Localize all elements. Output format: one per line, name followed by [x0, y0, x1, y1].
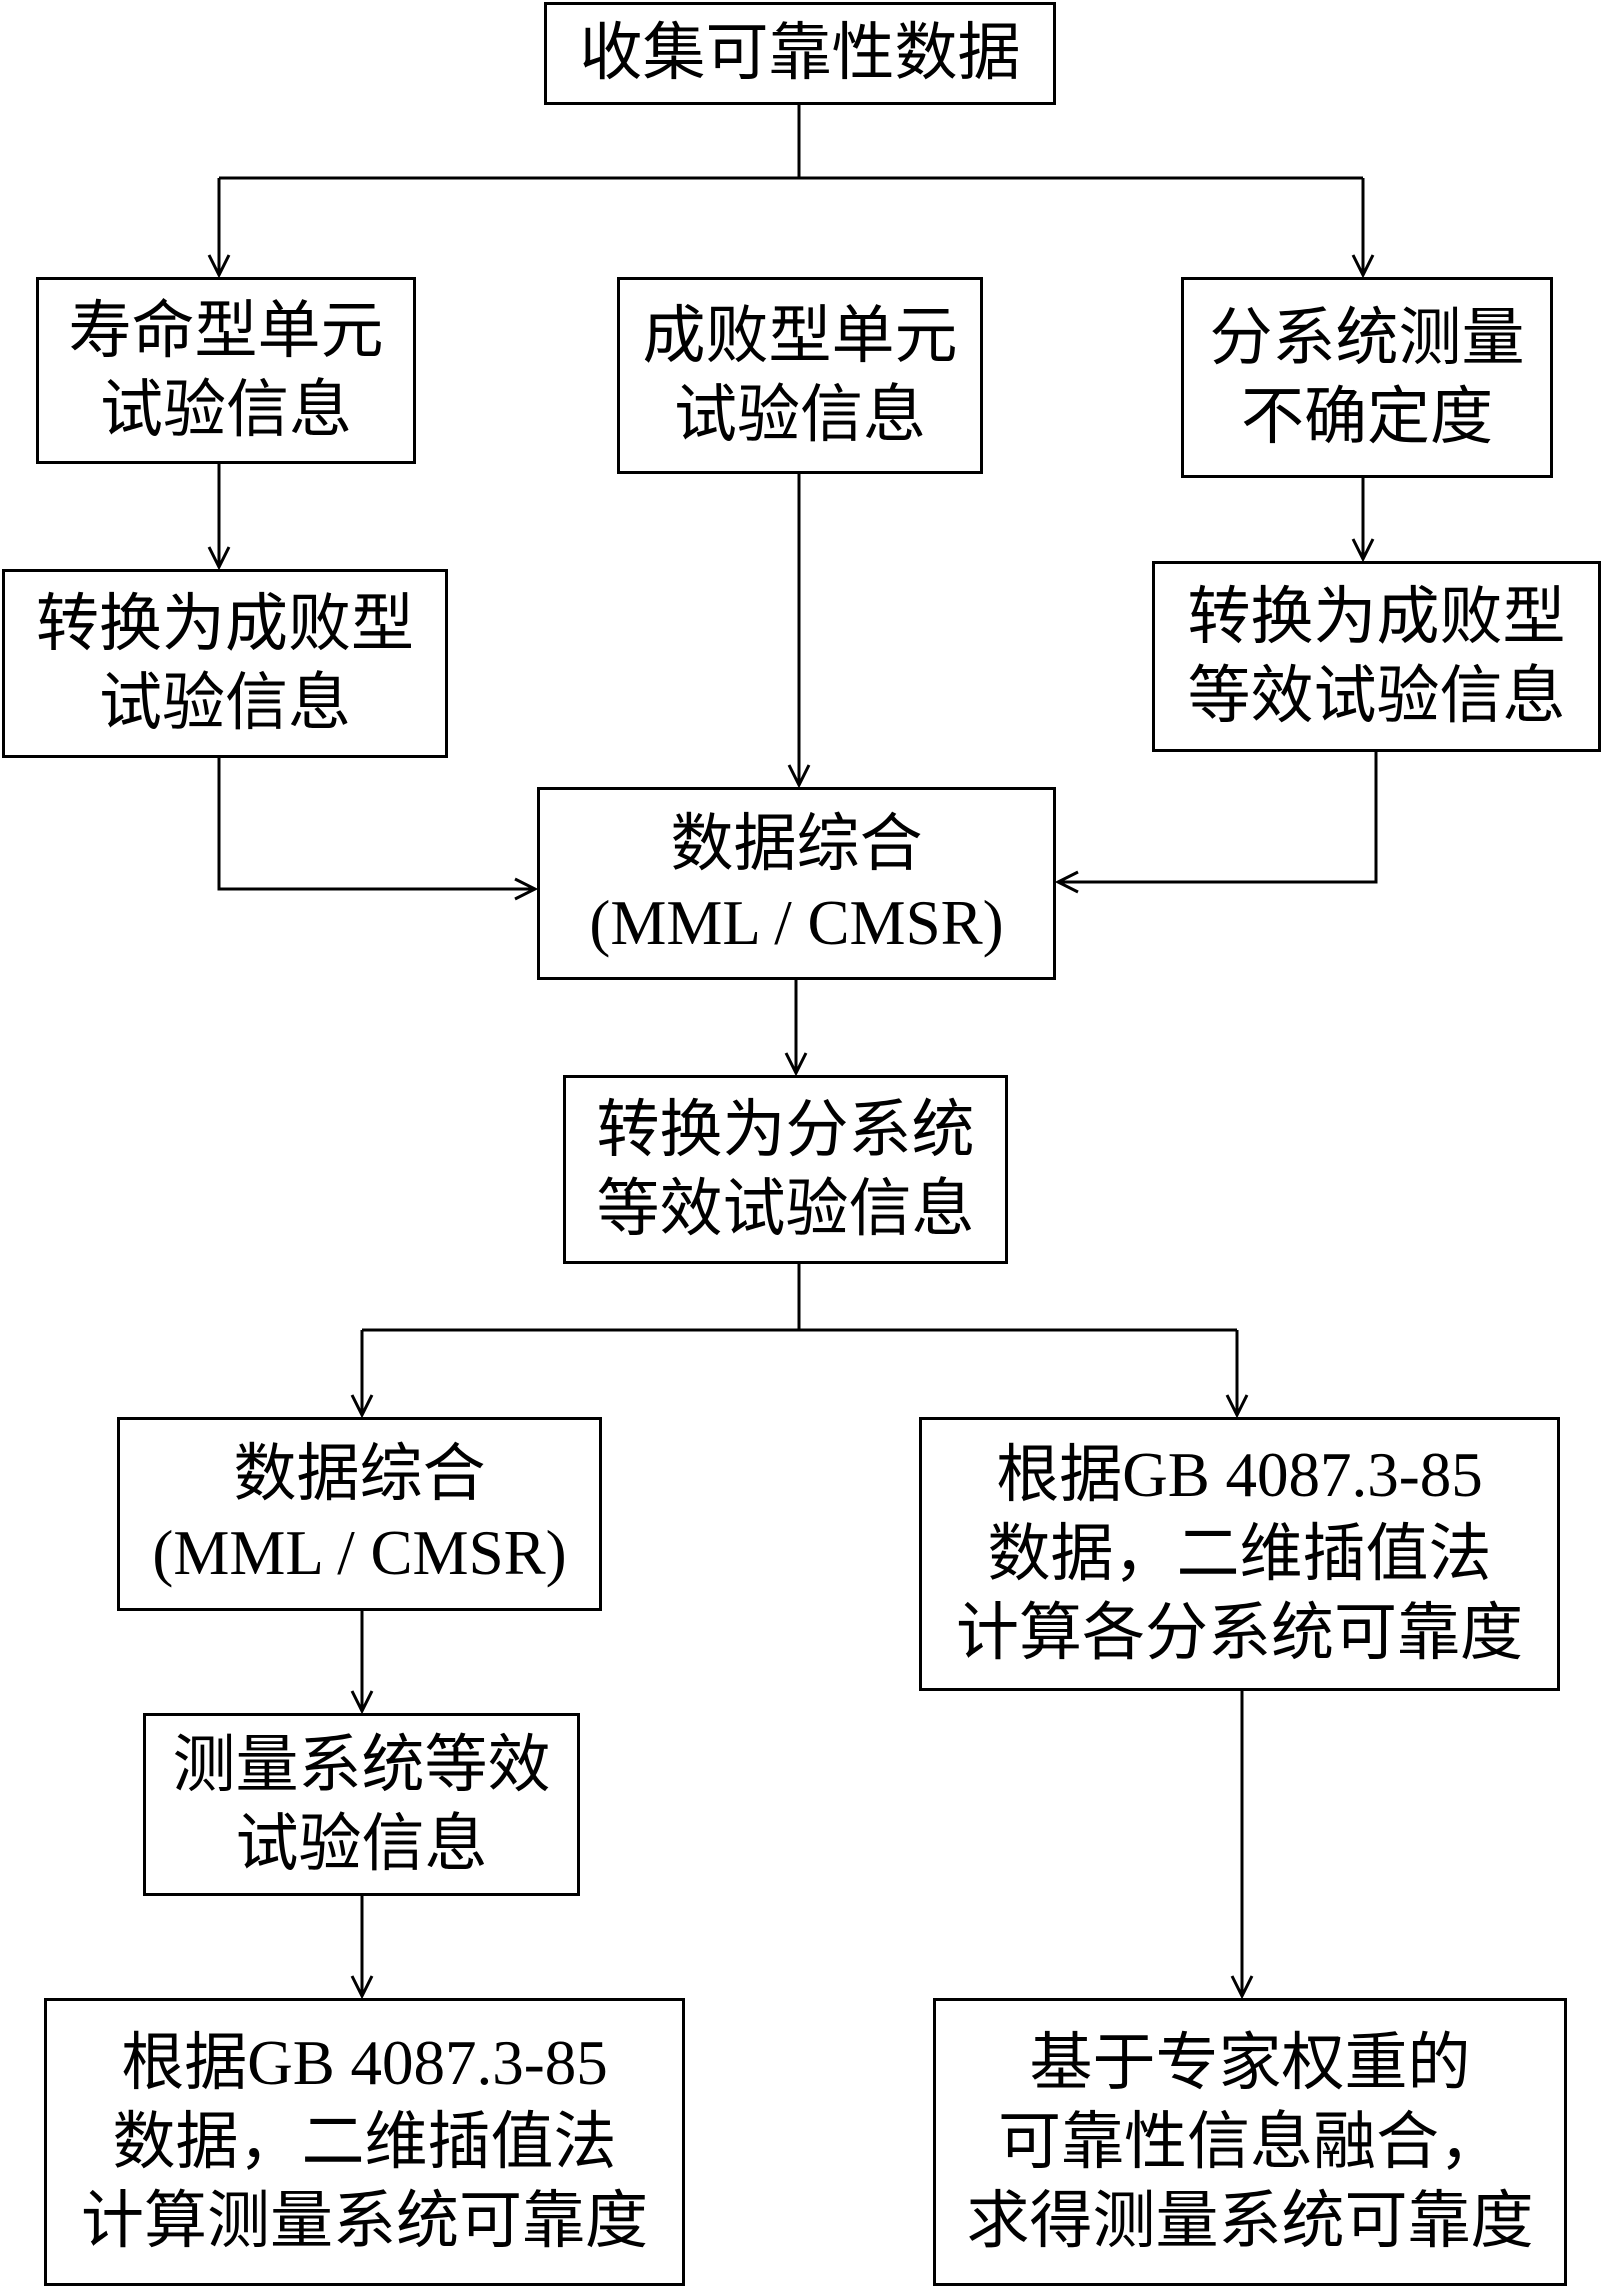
node-label-line: 试验信息 — [674, 379, 926, 450]
node-label-line: 等效试验信息 — [1187, 660, 1566, 731]
node-measurement-system-equivalent-test-info: 测量系统等效 试验信息 — [143, 1713, 580, 1896]
node-label-line: 数据，二维插值法 — [987, 1518, 1492, 1589]
node-convert-to-equivalent-success-failure: 转换为成败型 等效试验信息 — [1152, 561, 1601, 752]
node-label-line: (MML / CMSR) — [152, 1518, 567, 1588]
node-convert-to-success-failure: 转换为成败型 试验信息 — [2, 569, 448, 758]
node-label-line: 测量系统等效 — [172, 1729, 551, 1800]
node-label-line: 试验信息 — [99, 667, 351, 738]
node-label-line: 计算测量系统可靠度 — [81, 2185, 648, 2256]
node-label-line: 分系统测量 — [1209, 302, 1525, 373]
node-subsystem-reliability-calc: 根据GB 4087.3-85 数据，二维插值法 计算各分系统可靠度 — [919, 1417, 1560, 1691]
node-label-line: 数据，二维插值法 — [112, 2106, 617, 2177]
node-label-line: 寿命型单元 — [68, 295, 384, 366]
node-success-failure-unit-test-info: 成败型单元 试验信息 — [617, 277, 983, 474]
node-label-line: 试验信息 — [235, 1808, 488, 1879]
node-label-line: 计算各分系统可靠度 — [956, 1597, 1523, 1668]
node-label-line: 根据GB 4087.3-85 — [121, 2027, 608, 2098]
node-label-line: 数据综合 — [670, 808, 923, 879]
node-label-line: 转换为分系统 — [596, 1094, 975, 1165]
node-data-synthesis-upper: 数据综合 (MML / CMSR) — [537, 787, 1056, 980]
node-label-line: 求得测量系统可靠度 — [966, 2185, 1534, 2256]
node-label-line: 转换为成败型 — [1187, 581, 1566, 652]
node-expert-weight-fusion: 基于专家权重的 可靠性信息融合， 求得测量系统可靠度 — [933, 1998, 1567, 2286]
node-label-line: 试验信息 — [100, 374, 352, 445]
node-label-line: 转换为成败型 — [36, 588, 414, 659]
connector-arrow — [217, 758, 535, 889]
node-label-line: 成败型单元 — [642, 300, 958, 371]
node-label-line: (MML / CMSR) — [589, 887, 1004, 958]
node-label-line: 数据综合 — [233, 1439, 486, 1509]
node-label-line: 等效试验信息 — [596, 1173, 975, 1244]
node-convert-to-subsystem-equivalent: 转换为分系统 等效试验信息 — [563, 1075, 1008, 1264]
node-label-line: 根据GB 4087.3-85 — [996, 1439, 1483, 1510]
node-lifetime-unit-test-info: 寿命型单元 试验信息 — [36, 277, 416, 464]
node-label-line: 基于专家权重的 — [1029, 2027, 1471, 2098]
node-data-synthesis-lower: 数据综合 (MML / CMSR) — [117, 1417, 602, 1611]
node-subsystem-measurement-uncertainty: 分系统测量 不确定度 — [1181, 277, 1553, 478]
node-measurement-system-reliability-calc: 根据GB 4087.3-85 数据，二维插值法 计算测量系统可靠度 — [44, 1998, 685, 2286]
node-label-line: 不确定度 — [1241, 381, 1493, 452]
connector-arrow — [1058, 752, 1378, 882]
node-label-line: 可靠性信息融合， — [998, 2106, 1502, 2177]
node-collect-reliability-data: 收集可靠性数据 — [544, 2, 1056, 105]
node-label-line: 收集可靠性数据 — [579, 18, 1021, 88]
